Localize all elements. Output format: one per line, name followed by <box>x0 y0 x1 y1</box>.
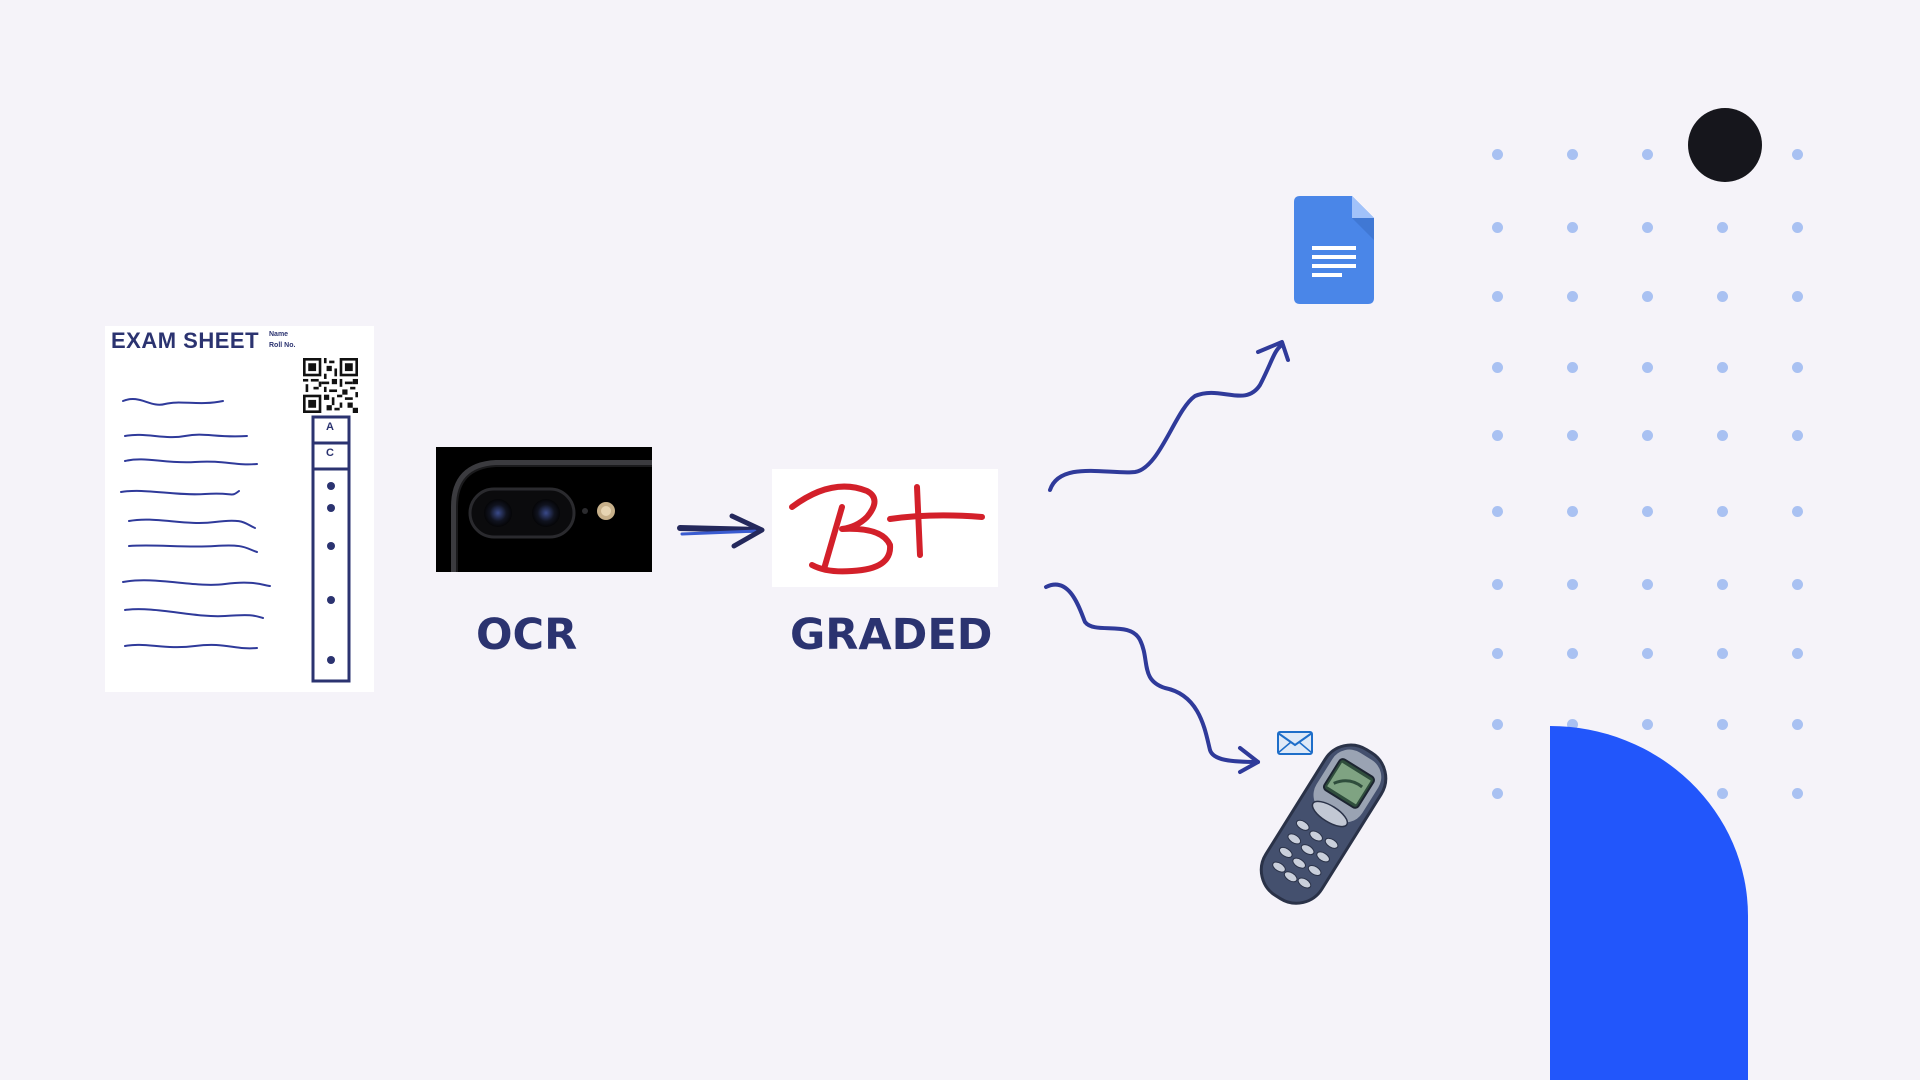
grade-b-plus <box>789 483 985 575</box>
grid-dot <box>1567 430 1578 441</box>
grid-dot <box>1792 222 1803 233</box>
nokia-phone-icon <box>1259 743 1388 905</box>
grid-dot <box>1642 506 1653 517</box>
grid-dot <box>1792 788 1803 799</box>
grid-dot <box>1567 222 1578 233</box>
grid-dot <box>1567 579 1578 590</box>
grid-dot <box>1567 291 1578 302</box>
exam-sheet-image: EXAM SHEET Name Roll No. A C <box>105 326 374 692</box>
grid-dot <box>1792 291 1803 302</box>
black-circle-decoration <box>1688 108 1762 182</box>
grid-dot <box>1567 149 1578 160</box>
grid-dot <box>1792 430 1803 441</box>
grid-dot <box>1492 149 1503 160</box>
grid-dot <box>1492 788 1503 799</box>
grid-dot <box>1717 430 1728 441</box>
grid-dot <box>1717 362 1728 373</box>
grid-dot <box>1792 648 1803 659</box>
grid-dot <box>1717 222 1728 233</box>
grid-dot <box>1642 222 1653 233</box>
grid-dot <box>1642 579 1653 590</box>
answer-box-2: C <box>326 447 334 459</box>
exam-sheet-title: EXAM SHEET <box>111 328 260 353</box>
grid-dot <box>1792 719 1803 730</box>
grid-dot <box>1717 579 1728 590</box>
grid-dot <box>1717 291 1728 302</box>
handwritten-answers <box>120 398 351 683</box>
grid-dot <box>1642 430 1653 441</box>
grid-dot <box>1717 719 1728 730</box>
grid-dot <box>1492 579 1503 590</box>
grid-dot <box>1492 362 1503 373</box>
grade-card: B+ <box>772 469 998 587</box>
grid-dot <box>1567 648 1578 659</box>
grid-dot <box>1792 149 1803 160</box>
grid-dot <box>1792 506 1803 517</box>
grid-dot <box>1492 506 1503 517</box>
grid-dot <box>1567 362 1578 373</box>
grid-dot <box>1792 362 1803 373</box>
grid-dot <box>1567 506 1578 517</box>
grid-dot <box>1717 648 1728 659</box>
grid-dot <box>1642 291 1653 302</box>
answer-box-1: A <box>326 421 334 433</box>
grid-dot <box>1492 222 1503 233</box>
grid-dot <box>1492 291 1503 302</box>
grid-dot <box>1567 719 1578 730</box>
qr-code-icon <box>303 358 358 413</box>
grid-dot <box>1792 579 1803 590</box>
grid-dot <box>1642 149 1653 160</box>
grid-dot <box>1642 648 1653 659</box>
google-docs-icon <box>1294 196 1374 304</box>
grid-dot <box>1642 362 1653 373</box>
envelope-icon <box>1277 731 1313 755</box>
name-label: Name <box>269 331 289 338</box>
grid-dot <box>1492 648 1503 659</box>
ocr-label: OCR <box>476 610 578 660</box>
camera-photo <box>436 447 652 572</box>
grid-dot <box>1492 430 1503 441</box>
graded-label: GRADED <box>790 610 993 660</box>
grid-dot <box>1642 719 1653 730</box>
roll-number-label: Roll No. <box>269 342 296 349</box>
grid-dot <box>1717 788 1728 799</box>
grid-dot <box>1717 506 1728 517</box>
grid-dot <box>1492 719 1503 730</box>
